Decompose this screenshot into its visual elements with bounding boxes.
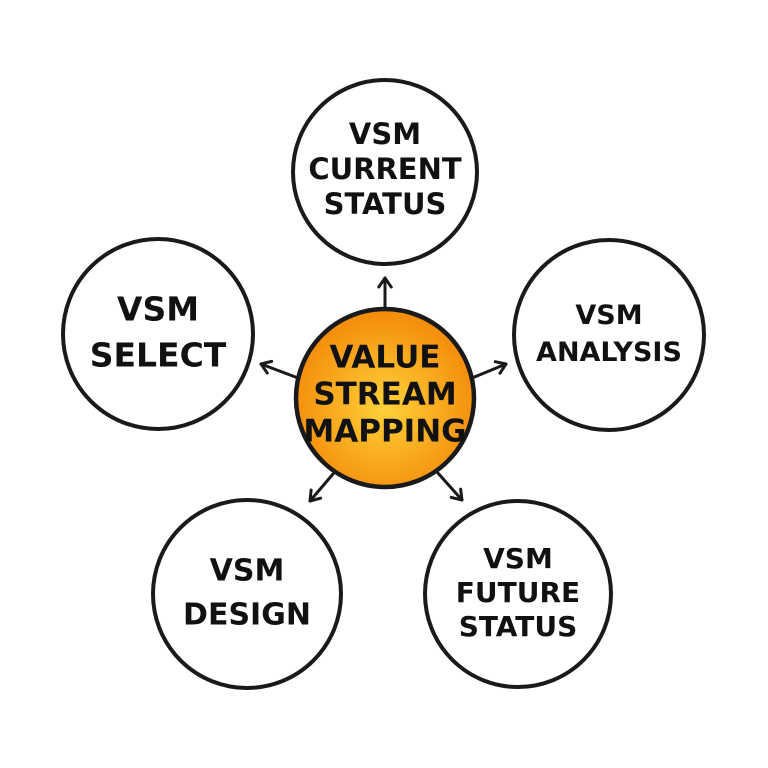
node-label-line: STATUS	[459, 610, 578, 643]
node-circle	[423, 499, 613, 689]
arrow-shaft	[470, 362, 508, 380]
node-label-line: ANALYSIS	[536, 337, 682, 368]
node-label-line: VSM	[117, 290, 199, 329]
central-node-circle	[293, 306, 477, 490]
arrow-to-design	[308, 472, 335, 503]
arrow-shaft	[435, 470, 464, 502]
node-label-line: STREAM	[313, 377, 456, 413]
node-label-line: VSM	[349, 117, 421, 151]
node-design: VSM DESIGN	[151, 498, 343, 690]
arrow-shaft	[259, 362, 300, 380]
node-circle	[151, 498, 343, 690]
arrow-to-future-status	[435, 470, 464, 502]
node-label-line: FUTURE	[456, 576, 580, 609]
node-label-line: SELECT	[90, 336, 227, 375]
diagram-nodes: VSMCURRENTSTATUSVSMANALYSISVSMFUTURESTAT…	[61, 78, 706, 690]
node-label-line: STATUS	[324, 187, 447, 221]
arrow-head	[493, 360, 508, 375]
arrow-head	[449, 487, 464, 502]
node-select: VSM SELECT	[61, 237, 255, 431]
node-label-line: CURRENT	[308, 152, 462, 186]
node-label-line: VSM	[575, 300, 642, 331]
arrow-to-analysis	[470, 360, 508, 380]
arrow-to-current-status	[377, 276, 393, 308]
arrow-shaft	[308, 472, 335, 503]
node-label-line: VSM	[210, 554, 285, 589]
arrow-head	[308, 488, 323, 503]
connector-arrows	[259, 276, 508, 503]
node-analysis: VSM ANALYSIS	[512, 238, 706, 432]
node-circle	[512, 238, 706, 432]
node-label-line: VALUE	[330, 340, 441, 376]
node-circle	[291, 78, 479, 266]
arrow-head	[377, 276, 393, 289]
node-label-line: DESIGN	[183, 598, 311, 633]
node-circle	[61, 237, 255, 431]
arrow-head	[259, 359, 274, 375]
node-label-line: MAPPING	[303, 414, 466, 450]
node-label-line: VSM	[483, 542, 553, 575]
arrow-to-select	[259, 359, 300, 380]
